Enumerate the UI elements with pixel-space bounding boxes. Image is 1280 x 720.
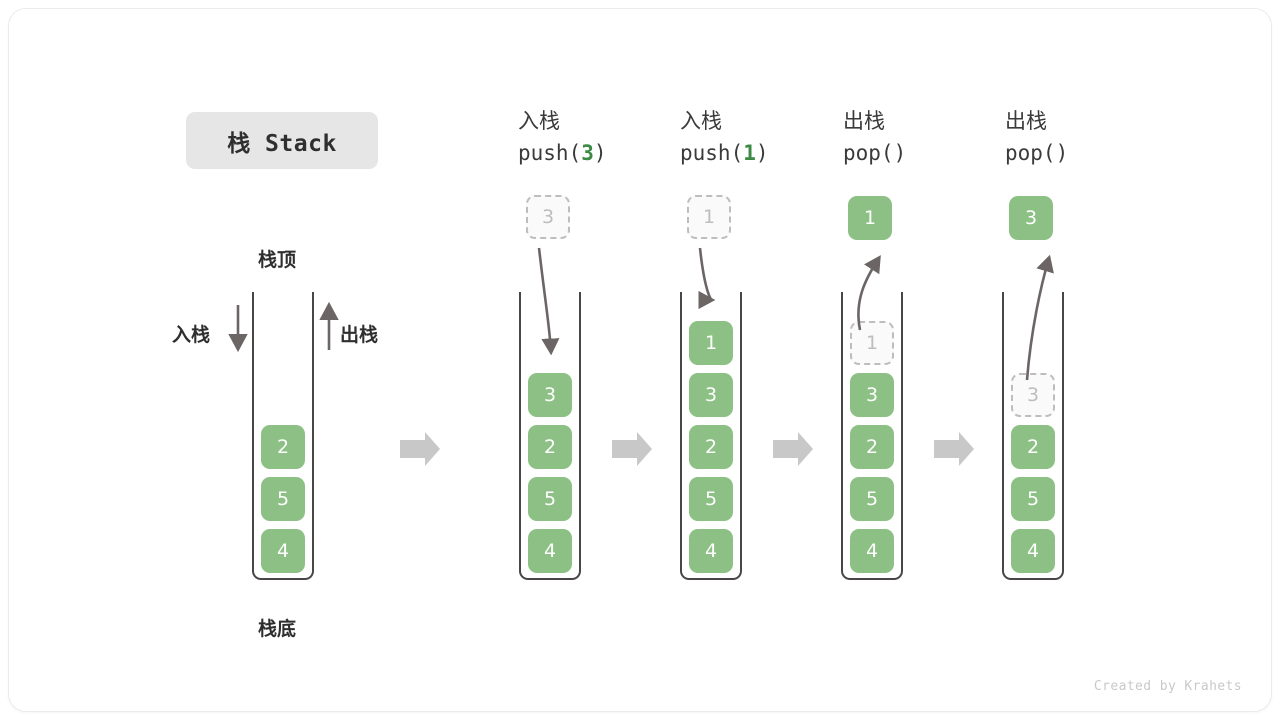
stack-tile: 2 — [261, 425, 305, 469]
stack-tile: 4 — [850, 529, 894, 573]
column-header-code: push(1) — [680, 140, 840, 167]
pop-3-stack: 3 2 5 4 — [1002, 292, 1064, 580]
stack-top-label: 栈顶 — [258, 249, 297, 271]
pop-side-label: 出栈 — [340, 324, 379, 346]
fn-name: pop() — [1005, 140, 1069, 165]
column-header-push-3: 入栈 push(3) — [518, 108, 678, 167]
column-header-push-1: 入栈 push(1) — [680, 108, 840, 167]
stack-tile: 4 — [689, 529, 733, 573]
stack-tile: 2 — [689, 425, 733, 469]
incoming-ghost-tile: 3 — [526, 195, 570, 239]
column-header-code: push(3) — [518, 140, 678, 167]
column-header-code: pop() — [1005, 140, 1165, 167]
column-header-pop-2: 出栈 pop() — [1005, 108, 1165, 167]
pop-1-stack: 1 3 2 5 4 — [841, 292, 903, 580]
stack-tile: 2 — [528, 425, 572, 469]
stack-tile: 3 — [689, 373, 733, 417]
fn-name: push( — [518, 140, 582, 165]
incoming-ghost-tile: 1 — [687, 195, 731, 239]
column-header-code: pop() — [843, 140, 1003, 167]
fn-arg: 1 — [743, 140, 756, 165]
column-header-cn: 入栈 — [680, 109, 722, 133]
fn-arg: 3 — [581, 140, 594, 165]
stack-tile: 5 — [1011, 477, 1055, 521]
stack-tile: 2 — [1011, 425, 1055, 469]
stack-tile: 2 — [850, 425, 894, 469]
popped-tile: 3 — [1009, 196, 1053, 240]
column-header-pop-1: 出栈 pop() — [843, 108, 1003, 167]
stack-tile: 4 — [1011, 529, 1055, 573]
column-header-cn: 入栈 — [518, 109, 560, 133]
column-header-cn: 出栈 — [843, 109, 885, 133]
fn-name: pop() — [843, 140, 907, 165]
fn-name: push( — [680, 140, 744, 165]
stack-bottom-label: 栈底 — [258, 618, 297, 640]
stack-tile: 5 — [261, 477, 305, 521]
diagram-title: 栈 Stack — [186, 112, 378, 169]
push-1-stack: 1 3 2 5 4 — [680, 292, 742, 580]
credit-footer: Created by Krahets — [1093, 679, 1242, 694]
fn-close: ) — [755, 140, 769, 165]
stack-tile: 4 — [528, 529, 572, 573]
stack-tile: 4 — [261, 529, 305, 573]
stack-tile: 3 — [528, 373, 572, 417]
initial-stack: 2 5 4 — [252, 292, 314, 580]
popped-tile: 1 — [848, 196, 892, 240]
stack-tile: 5 — [850, 477, 894, 521]
fn-close: ) — [593, 140, 607, 165]
push-side-label: 入栈 — [172, 324, 211, 346]
column-header-cn: 出栈 — [1005, 109, 1047, 133]
stack-tile: 3 — [850, 373, 894, 417]
stack-tile: 1 — [689, 321, 733, 365]
ghost-tile: 1 — [850, 321, 894, 365]
ghost-tile: 3 — [1011, 373, 1055, 417]
stack-tile: 5 — [528, 477, 572, 521]
stack-tile: 5 — [689, 477, 733, 521]
push-3-stack: 3 2 5 4 — [519, 292, 581, 580]
